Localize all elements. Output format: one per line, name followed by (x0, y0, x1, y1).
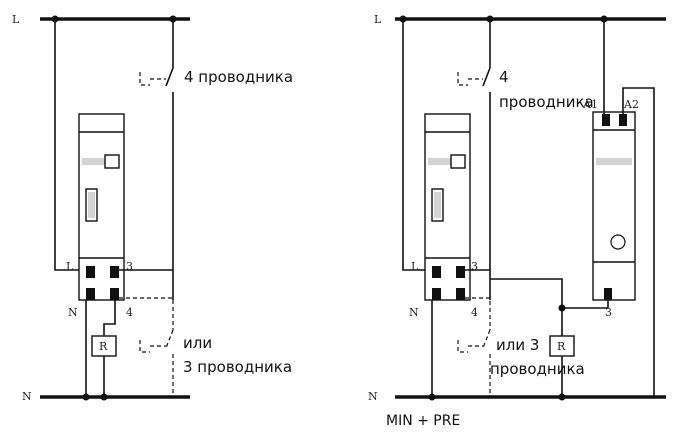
left-pushbutton-actuator (139, 72, 150, 86)
right-module-indicator (596, 158, 632, 165)
left-terminal-N (86, 288, 95, 300)
right-rail-N-label: N (368, 390, 378, 403)
left-terminal-4-label: 4 (126, 306, 133, 319)
left-wiring-diagram: L N 4 проводника L 3 N 4 (12, 13, 293, 403)
left-terminal-L (86, 266, 95, 278)
right-module-out-wire (562, 300, 609, 309)
right-pushbutton-actuator (457, 72, 468, 86)
left-4wire-label: 4 проводника (184, 68, 293, 86)
right-terminal-4-label: 4 (471, 306, 478, 319)
right-terminal-N (432, 288, 441, 300)
left-wire-3wire-alt (119, 297, 174, 330)
right-wire-3wire-alt (465, 297, 491, 330)
right-A1-label: A1 (582, 98, 598, 111)
right-device-indicator (428, 158, 465, 165)
left-3wire-label: 3 проводника (183, 358, 292, 376)
right-3wire-word: проводника (490, 360, 585, 378)
right-terminal-A1 (602, 114, 610, 126)
right-device-button (450, 154, 466, 169)
right-device-window-fill (434, 192, 441, 218)
left-rail-L-label: L (12, 13, 20, 26)
right-wire-to-relay (490, 278, 563, 397)
left-L-feed-wire (54, 19, 85, 271)
left-device-button (104, 154, 120, 169)
right-relay-module (592, 111, 636, 301)
left-pushbutton-contact (165, 67, 174, 87)
left-terminal-L-label: L (66, 260, 74, 273)
left-load-wire (103, 300, 116, 336)
right-terminal-3 (456, 266, 465, 278)
left-terminal-3 (110, 266, 119, 278)
right-A2-wire (622, 87, 655, 397)
right-alt-actuator (457, 340, 468, 353)
right-A2-label: A2 (623, 98, 639, 111)
left-terminal-3-label: 3 (126, 260, 133, 273)
right-pushbutton-contact (482, 67, 491, 87)
right-terminal-L (432, 266, 441, 278)
right-terminal-3-label: 3 (471, 260, 478, 273)
right-terminal-N-label: N (409, 306, 419, 319)
left-relay-label: R (99, 340, 108, 353)
right-terminal-4 (456, 288, 465, 300)
left-alt-actuator (139, 340, 150, 353)
left-terminal-N-label: N (68, 306, 78, 319)
right-terminal-3b-label: 3 (605, 306, 612, 319)
left-device-indicator (82, 158, 119, 165)
right-wiring-diagram: L N 4 проводника L 3 N 4 (368, 13, 666, 429)
right-rail-L-label: L (374, 13, 382, 26)
right-caption: MIN + PRE (386, 413, 460, 429)
right-relay-label: R (557, 340, 566, 353)
right-or3-label: или 3 (496, 336, 539, 354)
left-device-window-fill (88, 192, 95, 218)
right-relay-box (549, 335, 575, 357)
left-alt-contact (165, 329, 174, 349)
left-rail-N-label: N (22, 390, 32, 403)
left-terminal-4 (110, 288, 119, 300)
right-module-knob (610, 234, 626, 250)
right-terminal-L-label: L (411, 260, 419, 273)
right-terminal-3b (604, 288, 612, 300)
right-terminal-A2 (619, 114, 627, 126)
right-L-feed-wire (402, 19, 432, 271)
right-4wire-word: проводника (499, 93, 594, 111)
right-alt-contact (482, 329, 491, 349)
left-or-label: или (183, 334, 212, 352)
right-4-label: 4 (499, 68, 509, 86)
